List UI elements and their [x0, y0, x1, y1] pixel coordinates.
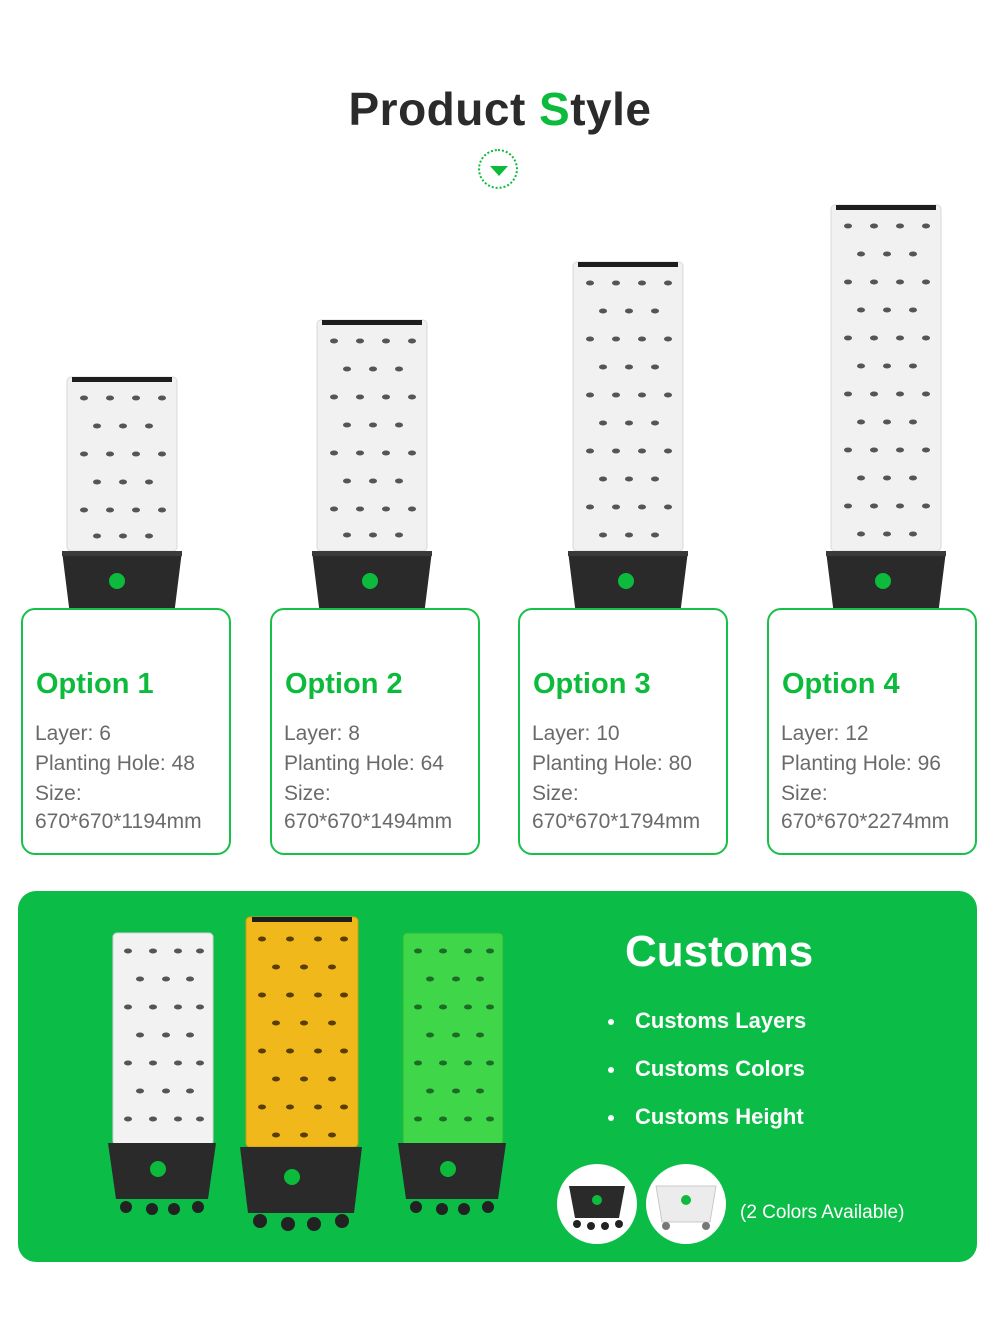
- bullet-icon: [608, 1115, 614, 1121]
- option-card-2[interactable]: Option 2 Layer: 8 Planting Hole: 64 Size…: [270, 608, 480, 855]
- option-holes: Planting Hole: 48: [35, 752, 195, 775]
- option-size: 670*670*2274mm: [781, 810, 950, 833]
- option-size-label: Size:: [781, 782, 828, 805]
- option-title: Option 3: [533, 668, 651, 700]
- option-holes: Planting Hole: 96: [781, 752, 941, 775]
- option-size-label: Size:: [284, 782, 331, 805]
- option-title: Option 2: [285, 668, 403, 700]
- tower-yellow-image: [240, 916, 362, 1231]
- option-holes: Planting Hole: 80: [532, 752, 692, 775]
- customs-panel: Customs Customs Layers Customs Colors Cu…: [18, 891, 977, 1262]
- option-title: Option 1: [36, 668, 154, 700]
- option-card-4[interactable]: Option 4 Layer: 12 Planting Hole: 96 Siz…: [767, 608, 977, 855]
- color-swatch-black-base[interactable]: [557, 1164, 637, 1244]
- option-size-label: Size:: [532, 782, 579, 805]
- colors-available-text: (2 Colors Available): [740, 1202, 905, 1223]
- option-holes: Planting Hole: 64: [284, 752, 444, 775]
- option-card-3[interactable]: Option 3 Layer: 10 Planting Hole: 80 Siz…: [518, 608, 728, 855]
- option-layer: Layer: 10: [532, 722, 620, 745]
- tower-white-image: [108, 932, 216, 1215]
- option-layer: Layer: 6: [35, 722, 111, 745]
- option-size-label: Size:: [35, 782, 82, 805]
- page-title: Product Style: [348, 83, 652, 135]
- bullet-icon: [608, 1019, 614, 1025]
- option-size: 670*670*1194mm: [35, 810, 202, 833]
- tower-option-1: [62, 376, 182, 639]
- color-swatch-white-base[interactable]: [646, 1164, 726, 1244]
- option-layer: Layer: 12: [781, 722, 869, 745]
- tower-option-2: [312, 319, 432, 639]
- tower-green-image: [398, 932, 506, 1215]
- option-card-1[interactable]: Option 1 Layer: 6 Planting Hole: 48 Size…: [21, 608, 231, 855]
- customs-title: Customs: [625, 927, 814, 976]
- tower-option-3: [568, 261, 688, 639]
- option-size: 670*670*1794mm: [532, 810, 701, 833]
- option-layer: Layer: 8: [284, 722, 360, 745]
- chevron-down-icon[interactable]: [478, 149, 518, 189]
- option-size: 670*670*1494mm: [284, 810, 453, 833]
- option-title: Option 4: [782, 668, 900, 700]
- tower-option-4: [826, 204, 946, 639]
- bullet-icon: [608, 1067, 614, 1073]
